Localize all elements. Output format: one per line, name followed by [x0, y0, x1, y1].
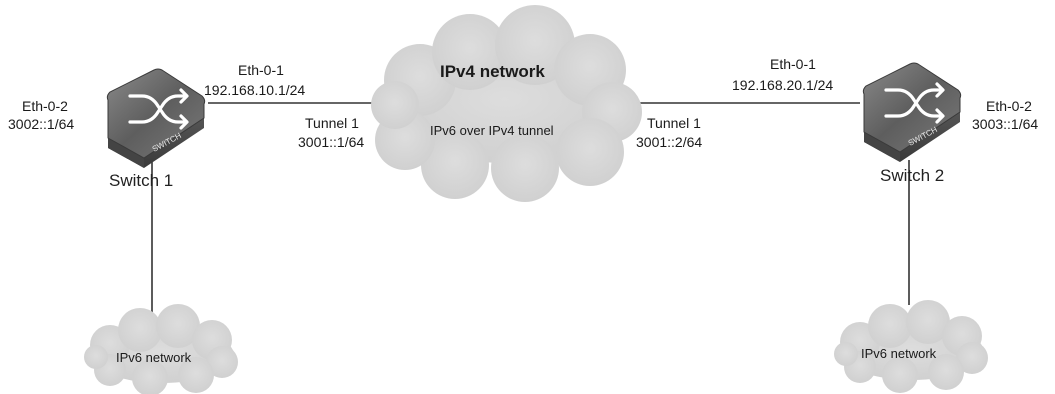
switch2-eth1-ip: 192.168.20.1/24: [732, 77, 834, 93]
switch2-eth2-ip: 3003::1/64: [972, 116, 1039, 132]
ipv4-cloud: [371, 5, 642, 202]
switch1-icon: SWITCH: [106, 68, 206, 168]
switch2-icon: SWITCH: [862, 62, 962, 162]
switch1-eth1-ip: 192.168.10.1/24: [204, 82, 306, 98]
switch2-tunnel-name: Tunnel 1: [647, 115, 701, 131]
switch1-eth2-name: Eth-0-2: [22, 98, 68, 114]
switch1-tunnel-ip: 3001::1/64: [298, 134, 365, 150]
switch1-eth2-ip: 3002::1/64: [8, 116, 75, 132]
switch2-eth2-name: Eth-0-2: [986, 98, 1032, 114]
switch2-name: Switch 2: [880, 166, 945, 185]
switch1-tunnel-name: Tunnel 1: [305, 115, 359, 131]
ipv4-network-title: IPv4 network: [440, 62, 545, 81]
switch1-eth1-name: Eth-0-1: [238, 62, 284, 78]
switch2-eth1-name: Eth-0-1: [770, 56, 816, 72]
ipv6-cloud-left: [84, 304, 238, 394]
ipv6-cloud-right: [834, 300, 988, 393]
switch1-name: Switch 1: [109, 171, 174, 190]
tunnel-description: IPv6 over IPv4 tunnel: [430, 123, 554, 138]
switch2-tunnel-ip: 3001::2/64: [636, 134, 703, 150]
switch2-ipv6-network: IPv6 network: [861, 346, 937, 361]
switch1-ipv6-network: IPv6 network: [116, 350, 192, 365]
